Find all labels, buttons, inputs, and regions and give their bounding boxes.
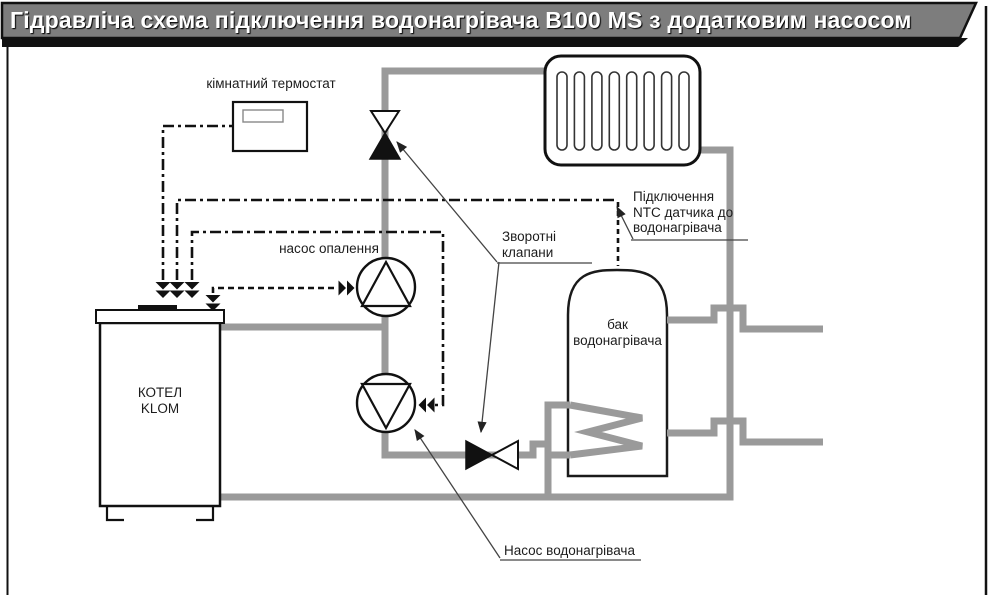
cable-ntc-sensor <box>175 198 618 280</box>
arrow-down-icon <box>205 295 221 311</box>
cable-thermostat <box>161 124 233 280</box>
check-valves-label: Зворотні клапани <box>502 229 556 261</box>
tank-label: бак водонагрівача <box>560 317 675 349</box>
tank-label-line2: водонагрівача <box>573 333 662 348</box>
arrow-down-icon <box>169 282 185 298</box>
arrow-down-icon <box>155 282 171 298</box>
ntc-connection-label: Підключення NTC датчика до водонагрівача <box>633 189 733 236</box>
tank-body <box>566 268 669 478</box>
heating-pump-icon <box>355 256 417 318</box>
leader-to-dhw-pump <box>414 429 501 559</box>
tank-label-line1: бак <box>607 317 628 332</box>
boiler-foot-left <box>105 506 124 522</box>
title-banner <box>0 1 978 40</box>
room-thermostat <box>231 100 309 153</box>
pipe-tank-stub-bottom <box>667 417 823 446</box>
title-banner-shadow <box>2 38 968 47</box>
leader-to-bottom-valve <box>477 261 500 434</box>
arrow-left-icon <box>418 397 435 413</box>
dhw-pump-icon <box>355 372 417 434</box>
boiler-terminal-bar <box>138 305 177 311</box>
pipe-return <box>221 146 734 501</box>
pipe-coil-return <box>544 401 570 497</box>
tank-heat-coil <box>569 401 643 459</box>
ntc-label-line2: NTC датчика до <box>633 204 734 220</box>
radiator-slots <box>556 71 690 151</box>
boiler-foot-right <box>196 506 215 522</box>
boiler-label-line1: КОТЕЛ <box>137 385 183 400</box>
pipes <box>221 67 823 501</box>
boiler-label-line2: KLOM <box>140 401 180 416</box>
heating-pump-label: насос опалення <box>279 241 379 256</box>
ntc-label-line1: Підключення <box>633 189 715 204</box>
leader-to-ntc-line <box>616 205 634 240</box>
boiler <box>95 305 225 522</box>
radiator <box>543 54 702 167</box>
cable-dhw-pump <box>190 230 445 407</box>
arrow-down-icon <box>184 282 200 298</box>
page-title: Гідравліча схема підключення водонагріва… <box>10 7 912 33</box>
check-valve-bottom-icon <box>465 439 519 471</box>
dhw-pump-label: Насос водонагрівача <box>504 543 635 558</box>
thermostat-display <box>242 109 284 123</box>
arrow-right-icon <box>338 280 355 296</box>
boiler-body <box>98 321 222 508</box>
check-valve-top-icon <box>368 110 402 160</box>
label-underlines <box>497 239 748 561</box>
boiler-lid <box>95 309 225 324</box>
pipe-supply-and-dhw <box>381 67 552 459</box>
check-valves-label-line2: клапани <box>502 245 554 260</box>
room-thermostat-label: кімнатний термостат <box>206 76 336 91</box>
check-valves-label-line1: Зворотні <box>502 229 557 244</box>
ntc-label-line3: водонагрівача <box>633 220 722 235</box>
cable-heating-pump <box>211 286 337 293</box>
leader-lines <box>396 141 634 559</box>
leader-to-top-valve <box>396 141 498 263</box>
boiler-label: КОТЕЛ KLOM <box>108 385 212 417</box>
pipe-tank-stub-top <box>667 304 823 333</box>
